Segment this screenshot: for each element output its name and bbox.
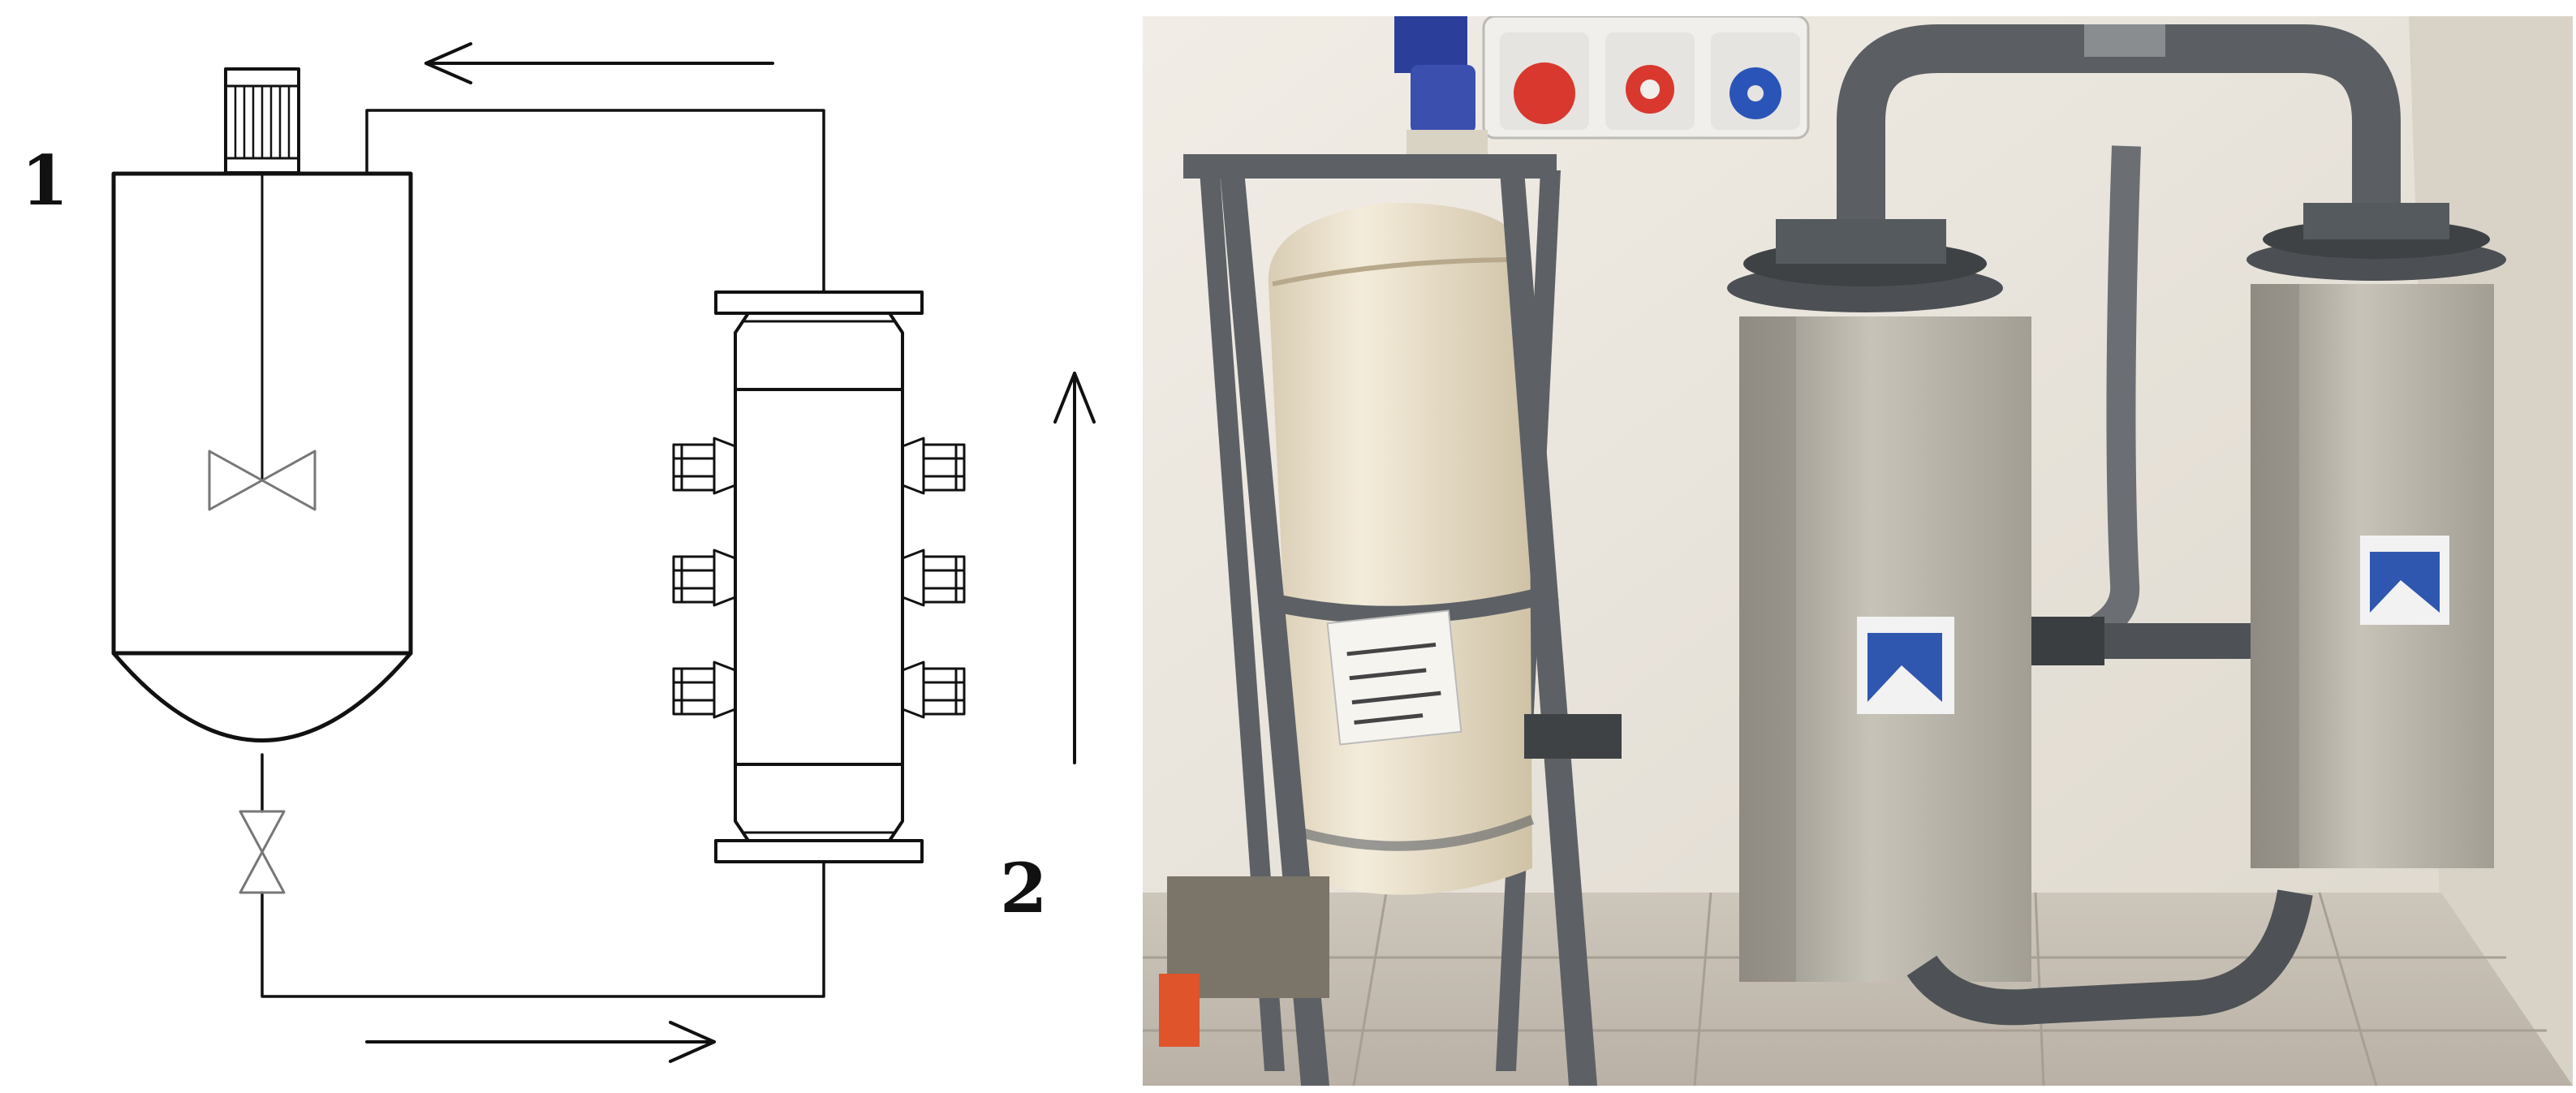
lamp-ports-right (901, 437, 966, 719)
return-pipe (365, 109, 825, 294)
flow-meter (2084, 24, 2165, 57)
flow-arrow-right-icon (365, 1021, 716, 1063)
motor-housing (224, 67, 300, 174)
drain-valve-icon (239, 810, 286, 894)
impeller-icon (208, 450, 317, 511)
feed-pipe-lower (261, 860, 825, 998)
label-2: 2 (1000, 848, 1047, 928)
process-schematic: 1 2 (21, 42, 1096, 1063)
uv-lamp-housing-2 (2246, 203, 2506, 868)
tank-sticker (1326, 609, 1462, 746)
tubular-lamp-unit (672, 290, 966, 863)
top-flange (714, 290, 924, 315)
label-1: 1 (21, 140, 68, 221)
red-socket-icon (1514, 62, 1575, 124)
stirred-tank-reactor (111, 171, 413, 742)
flow-arrow-left-icon (424, 42, 774, 84)
installation-photo (1143, 16, 2573, 1086)
uv-lamp-housing-1 (1727, 219, 2031, 982)
bottom-neck (734, 763, 904, 842)
lamp-ports-left (672, 437, 737, 719)
tank-bottom (111, 651, 413, 742)
flow-arrow-up-icon (1053, 372, 1096, 764)
bottom-flange (714, 839, 924, 863)
wall-sockets (1482, 16, 1810, 140)
top-neck (734, 312, 904, 391)
lamp-body (734, 388, 904, 766)
tank-outlet (1524, 714, 1622, 759)
agitator-motor (224, 67, 300, 174)
storage-tank (1262, 202, 1559, 895)
pump-motor (1394, 16, 1488, 158)
